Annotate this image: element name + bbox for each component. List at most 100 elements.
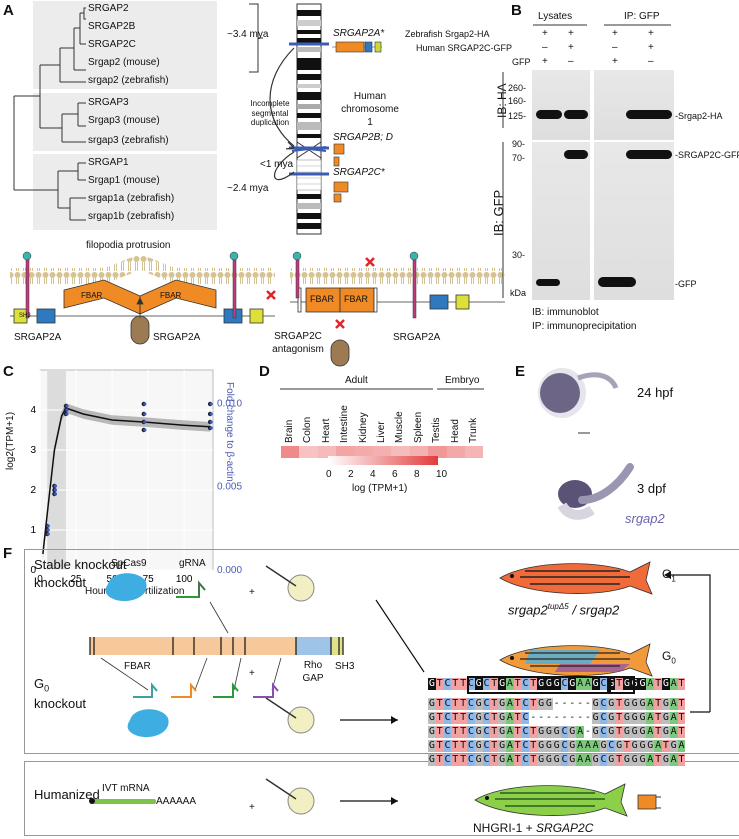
band-srgap2c-gfp [626, 150, 672, 159]
data-point-right [209, 412, 213, 416]
band-gfp [536, 279, 560, 286]
band-srgap2-ha [536, 110, 562, 119]
sequence-base: G [474, 726, 483, 738]
blot-sign: + [612, 28, 618, 39]
panel-label-a: A [3, 2, 14, 19]
grna-label: gRNA [179, 558, 206, 569]
sequence-base: G [428, 754, 436, 766]
data-point-right [209, 402, 213, 406]
stage-label: 3 dpf [637, 481, 666, 496]
sequence-base: T [513, 678, 522, 690]
colorbar-label: log (TPM+1) [352, 483, 408, 494]
sequence-base: A [646, 698, 655, 710]
y-tick-label: 2 [30, 485, 36, 496]
sequence-base: - [529, 712, 538, 724]
membrane-protein-label: SRGAP2A [14, 332, 62, 343]
data-point-right [143, 428, 147, 432]
kda-label: kDa [510, 288, 527, 298]
sequence-base: G [662, 678, 670, 690]
sequence-base: A [669, 726, 678, 738]
blot-sign: – [612, 42, 618, 53]
panel-label-f: F [3, 545, 13, 562]
sequence-base: G [662, 712, 670, 724]
sequence-base: C [443, 698, 452, 710]
sequence-base: C [521, 698, 530, 710]
data-point-right [46, 532, 50, 536]
sequence-base: T [459, 754, 467, 766]
gene-label: srgap2 [625, 511, 665, 526]
domain-fbar: FBAR [310, 294, 335, 304]
sequence-base: G [428, 726, 436, 738]
sequence-base: G [428, 712, 436, 724]
blot-legend: IB: immunoblot [532, 307, 599, 318]
stage-label: 24 hpf [637, 385, 674, 400]
sequence-base: G [545, 754, 553, 766]
sequence-base: T [490, 698, 499, 710]
sequence-base: A [646, 754, 655, 766]
chromosome-label: Human chromosome 1 [341, 91, 399, 128]
sequence-base: G [638, 712, 647, 724]
band-srgap2c-gfp [564, 150, 588, 159]
plus-sign: + [249, 668, 255, 679]
sequence-base: T [513, 754, 522, 766]
sequence-base: T [623, 740, 631, 752]
sequence-base: - [568, 698, 577, 710]
sequence-base: C [607, 740, 616, 752]
x-tick-label: 100 [176, 574, 193, 585]
sequence-base: C [467, 740, 475, 752]
sequence-base: G [537, 726, 545, 738]
sequence-base: C [467, 712, 475, 724]
sequence-base: G [638, 698, 647, 710]
sequence-base: - [584, 712, 592, 724]
sequence-base: T [677, 698, 686, 710]
domain-fbar: FBAR [160, 291, 182, 300]
sequence-base: T [451, 678, 460, 690]
sequence-base: A [584, 678, 592, 690]
sequence-base: G [474, 698, 483, 710]
sequence-base: G [607, 698, 616, 710]
sequence-base: G [662, 698, 670, 710]
data-point-right [53, 484, 58, 488]
sequence-base: G [537, 740, 545, 752]
tree-leaf: Srgap3 (mouse) [88, 115, 160, 126]
blot-header: Lysates [538, 11, 573, 22]
blot-sign: + [542, 56, 548, 67]
sequence-base: T [459, 678, 467, 690]
sequence-base: T [529, 698, 538, 710]
sequence-base: T [677, 754, 686, 766]
sequence-base: A [584, 740, 592, 752]
sequence-base: C [482, 726, 491, 738]
marker-label: 90- [512, 139, 526, 149]
heatmap-colorbar [328, 456, 438, 465]
stable-label-2: knockout [34, 575, 87, 590]
sequence-base: G [568, 726, 577, 738]
paralog-label: SRGAP2C* [333, 167, 385, 178]
blot-sign: – [542, 42, 548, 53]
sequence-base: G [623, 678, 631, 690]
sequence-base: T [459, 698, 467, 710]
sequence-base: T [529, 726, 538, 738]
sequence-base: - [560, 712, 569, 724]
blot-sign: + [648, 28, 654, 39]
humanized-label: Humanized [34, 787, 100, 802]
sequence-base: T [654, 712, 662, 724]
sequence-base: C [443, 754, 452, 766]
domain-fbar: FBAR [81, 291, 103, 300]
heatmap-cell [446, 446, 465, 458]
sequence-base: G [474, 754, 483, 766]
sequence-base: A [506, 678, 514, 690]
sequence-base: A [677, 740, 686, 752]
sequence-base: G [638, 678, 647, 690]
tree-leaf: srgap3 (zebrafish) [88, 135, 169, 146]
sequence-base: - [568, 712, 577, 724]
tree-leaf: Srgap1 (mouse) [88, 175, 160, 186]
sequence-base: G [545, 678, 553, 690]
sequence-base: C [560, 754, 569, 766]
blot-row-label: Zebrafish Srgap2-HA [405, 29, 490, 39]
tree-leaf: SRGAP2C [88, 39, 136, 50]
y-tick-label: 1 [30, 525, 36, 536]
marker-label: 125- [508, 111, 527, 121]
sequence-base: G [630, 740, 639, 752]
